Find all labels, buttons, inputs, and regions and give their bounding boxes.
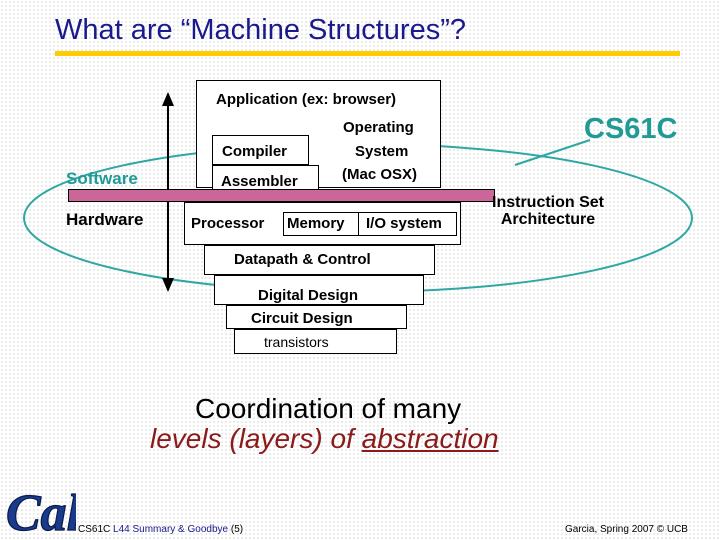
arrow-up-head — [162, 92, 174, 106]
page-title: What are “Machine Structures”? — [55, 14, 466, 46]
application-label: Application (ex: browser) — [216, 91, 397, 108]
transistors-label: transistors — [264, 334, 329, 350]
isa-bar — [68, 189, 495, 202]
compiler-box — [212, 135, 309, 165]
software-label: Software — [66, 169, 138, 188]
svg-text:Cal: Cal — [6, 485, 76, 538]
footer-course: CS61C — [78, 524, 111, 535]
digital-design-label: Digital Design — [258, 287, 359, 304]
digital-design-box — [214, 275, 424, 305]
caption-line2-emphasis: abstraction — [361, 423, 499, 454]
datapath-label: Datapath & Control — [234, 251, 371, 268]
compiler-label: Compiler — [222, 143, 288, 160]
assembler-label: Assembler — [221, 173, 298, 190]
transistors-box — [234, 329, 397, 354]
io-label: I/O system — [366, 215, 442, 232]
footer-left: CS61C L44 Summary & Goodbye (5) — [78, 524, 243, 535]
footer-lecture: L44 Summary & Goodbye — [113, 524, 229, 535]
isa-label: Instruction Set Architecture — [492, 194, 604, 228]
arrow-down-head — [162, 278, 174, 292]
isa-label-line2: Architecture — [500, 211, 596, 228]
os-label-line2: System — [355, 143, 409, 160]
circuit-design-box — [226, 305, 407, 329]
caption-line2: levels (layers) of abstraction — [150, 423, 499, 455]
io-box — [359, 212, 457, 236]
caption-line2-prefix: levels (layers) of — [150, 423, 362, 454]
isa-label-line1: Instruction Set — [492, 194, 605, 211]
cs61c-pointer-line — [514, 139, 591, 166]
course-label: CS61C — [584, 113, 678, 145]
circuit-design-label: Circuit Design — [251, 310, 353, 327]
datapath-box — [204, 245, 435, 275]
title-underline — [55, 51, 680, 56]
os-label-line3: (Mac OSX) — [342, 166, 418, 183]
memory-label: Memory — [287, 215, 345, 232]
processor-label: Processor — [191, 215, 265, 232]
os-label-line1: Operating — [343, 119, 414, 136]
caption-line1: Coordination of many — [195, 393, 462, 424]
cal-logo-icon: Cal — [5, 484, 76, 538]
footer-page: (5) — [230, 524, 244, 535]
hardware-label: Hardware — [66, 210, 144, 229]
memory-box — [283, 212, 359, 236]
footer-credit: Garcia, Spring 2007 © UCB — [565, 524, 688, 535]
